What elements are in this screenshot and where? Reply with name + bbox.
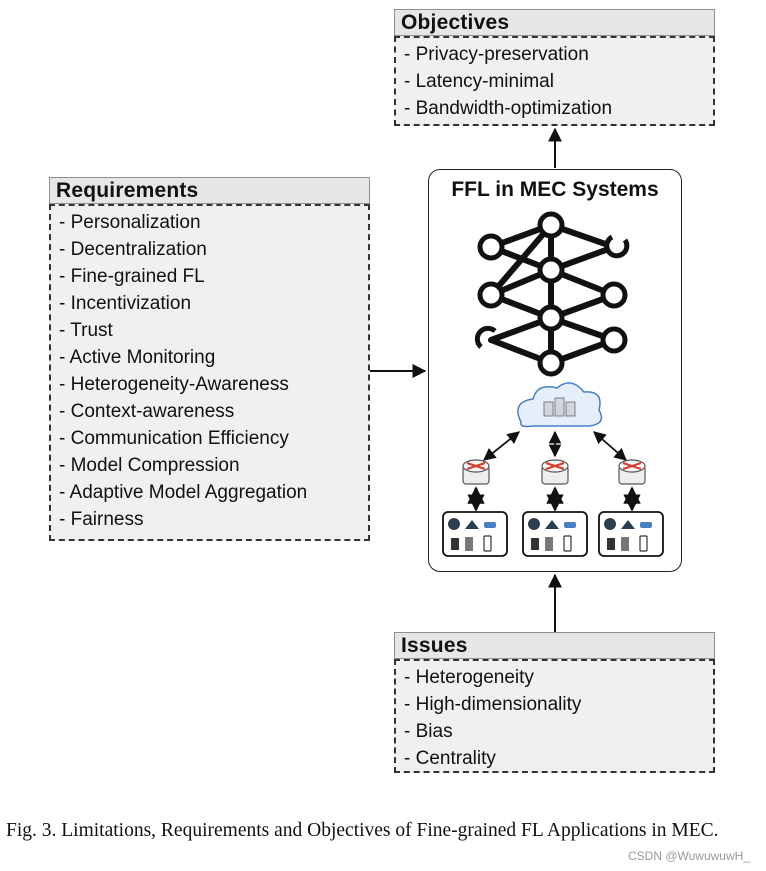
center-title: FFL in MEC Systems — [451, 178, 659, 201]
neural-network-icon — [488, 222, 617, 366]
requirements-title: Requirements — [56, 179, 199, 202]
issues-list: - Heterogeneity - High-dimensionality - … — [394, 659, 715, 773]
requirement-item: - Incentivization — [59, 293, 192, 314]
objective-item: - Privacy-preservation — [404, 44, 589, 65]
requirement-item: - Trust — [59, 320, 113, 341]
requirement-item: - Fine-grained FL — [59, 266, 205, 287]
requirements-box: Requirements - Personalization - Decentr… — [49, 177, 370, 541]
router-icon-middle — [541, 459, 569, 485]
issues-box: Issues - Heterogeneity - High-dimensiona… — [394, 632, 715, 773]
objectives-header: Objectives — [394, 9, 715, 36]
requirements-header: Requirements — [49, 177, 370, 204]
requirement-item: - Context-awareness — [59, 401, 235, 422]
figure-caption: Fig. 3. Limitations, Requirements and Ob… — [6, 820, 719, 841]
device-group-left — [442, 511, 508, 557]
objectives-box: Objectives - Privacy-preservation - Late… — [394, 9, 715, 126]
device-group-right — [598, 511, 664, 557]
router-icon-left — [462, 459, 490, 485]
cloud-router-links — [483, 430, 627, 461]
issue-item: - High-dimensionality — [404, 694, 582, 715]
panel-graphics — [442, 211, 664, 557]
issue-item: - Centrality — [404, 748, 496, 769]
requirement-item: - Decentralization — [59, 239, 207, 260]
requirement-item: - Personalization — [59, 212, 201, 233]
open-node-bottom-left — [474, 325, 497, 349]
network-nodes — [477, 211, 628, 377]
requirement-item: - Fairness — [59, 509, 144, 530]
issues-title: Issues — [401, 634, 468, 657]
objective-item: - Bandwidth-optimization — [404, 98, 613, 119]
issues-header: Issues — [394, 632, 715, 659]
ffl-mec-panel: FFL in MEC Systems — [428, 169, 682, 572]
objective-item: - Latency-minimal — [404, 71, 554, 92]
requirement-item: - Model Compression — [59, 455, 240, 476]
objectives-list: - Privacy-preservation - Latency-minimal… — [394, 36, 715, 126]
requirement-item: - Active Monitoring — [59, 347, 216, 368]
router-device-links — [467, 486, 641, 512]
requirements-list: - Personalization - Decentralization - F… — [49, 204, 370, 541]
cloud-icon — [517, 382, 603, 428]
issue-item: - Bias — [404, 721, 453, 742]
router-icon-right — [618, 459, 646, 485]
issue-item: - Heterogeneity — [404, 667, 534, 688]
requirement-item: - Adaptive Model Aggregation — [59, 482, 308, 503]
open-node-top-right — [604, 234, 630, 259]
requirement-item: - Communication Efficiency — [59, 428, 289, 449]
objectives-title: Objectives — [401, 11, 510, 34]
watermark: CSDN @WuwuwuwH_ — [628, 849, 750, 863]
requirement-item: - Heterogeneity-Awareness — [59, 374, 289, 395]
device-group-middle — [522, 511, 588, 557]
